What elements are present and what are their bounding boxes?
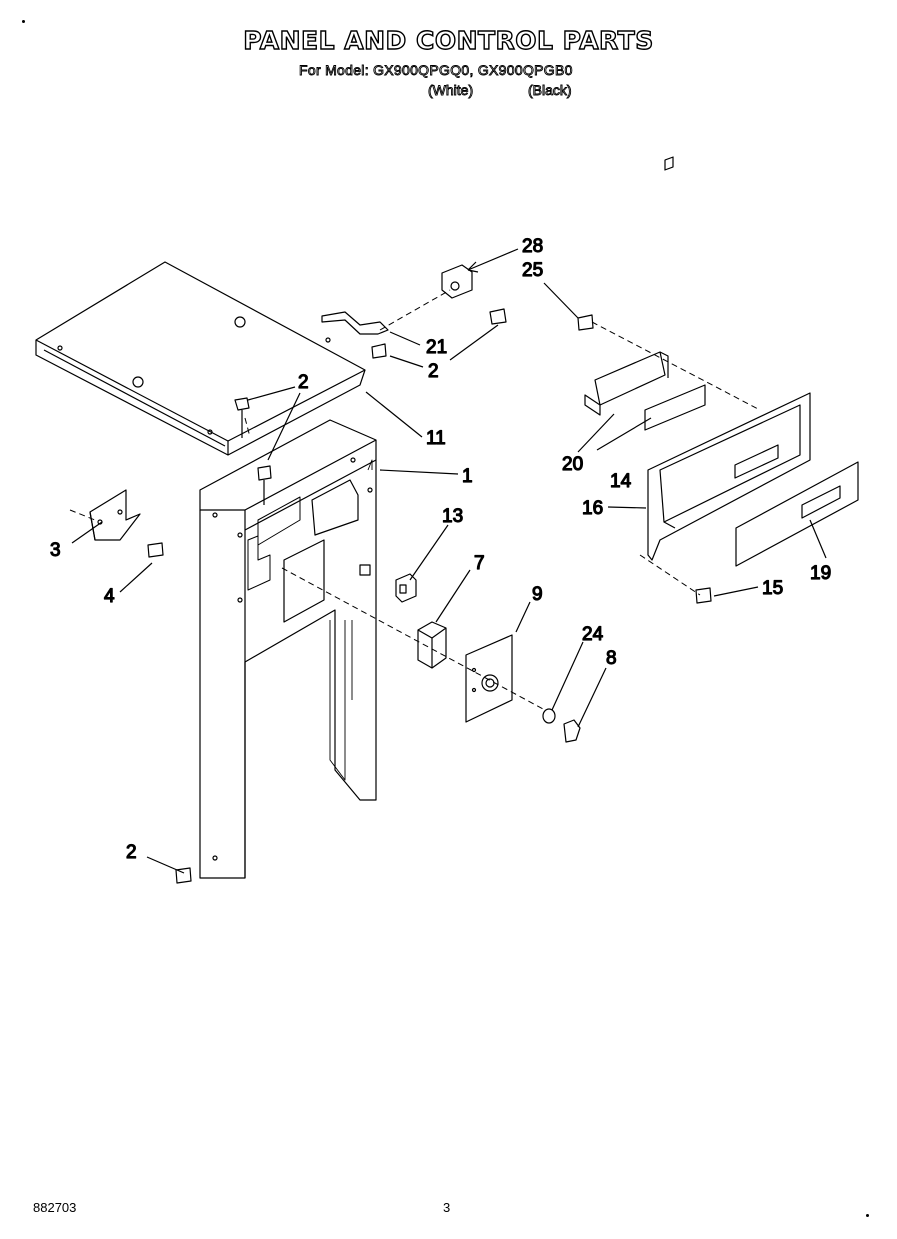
callout-labels: 28 25 21 2 2 11 1 3 4 13 7 9 24 8 20 14 … [49, 235, 831, 863]
part-28-clamp[interactable] [441, 264, 473, 299]
callout-1: 1 [462, 466, 473, 487]
screw-icon[interactable] [175, 867, 192, 884]
callout-15: 15 [762, 578, 783, 599]
screw-icon[interactable] [257, 465, 272, 505]
callout-9: 9 [532, 584, 543, 605]
screw-icon[interactable] [147, 542, 164, 558]
model-numbers: For Model: GX900QPGQ0, GX900QPGB0 [299, 62, 573, 79]
part-3-bracket[interactable] [89, 489, 141, 541]
page-title: PANEL AND CONTROL PARTS [243, 25, 654, 55]
screw-icon[interactable] [695, 587, 712, 604]
part-24-bushing[interactable] [542, 708, 556, 724]
alignment-lines [69, 289, 761, 711]
callout-7: 7 [474, 553, 485, 574]
callout-2: 2 [298, 372, 309, 393]
callout-20: 20 [562, 454, 583, 475]
part-19-overlay[interactable] [735, 461, 859, 567]
callout-2: 2 [126, 842, 137, 863]
screw-icon[interactable] [371, 343, 387, 359]
callout-8: 8 [606, 648, 617, 669]
part-11-top-panel[interactable] [35, 261, 366, 456]
part-16-control-panel[interactable] [647, 392, 811, 561]
part-9-control-plate[interactable] [465, 634, 513, 723]
part-21-clip[interactable] [321, 311, 389, 335]
callout-14: 14 [610, 471, 632, 492]
callout-21: 21 [426, 337, 447, 358]
callout-16: 16 [582, 498, 603, 519]
document-number: 882703 [33, 1200, 77, 1215]
callout-24: 24 [582, 624, 604, 645]
callout-2: 2 [428, 361, 439, 382]
part-13-slot [359, 564, 371, 576]
callout-11: 11 [426, 428, 446, 449]
page-number: 3 [443, 1200, 451, 1215]
callout-13: 13 [442, 506, 463, 527]
screw-icon[interactable] [489, 308, 507, 325]
part-7-thermostat[interactable] [417, 621, 447, 669]
part-1-control-housing[interactable] [199, 419, 377, 879]
part-20-bracket[interactable] [584, 351, 669, 416]
screw-icon[interactable] [234, 397, 250, 438]
variant-black-label: (Black) [528, 82, 572, 99]
callout-4: 4 [104, 586, 115, 607]
corner-mark [22, 20, 25, 23]
callout-28: 28 [522, 236, 543, 257]
leader-arrows [71, 248, 827, 874]
variant-white-label: (White) [428, 82, 474, 99]
part-13-switch[interactable] [395, 573, 417, 603]
part-14-display-board[interactable] [644, 156, 706, 431]
part-8-knob[interactable] [563, 719, 581, 743]
corner-mark [866, 1214, 869, 1217]
callout-3: 3 [50, 540, 61, 561]
callout-25: 25 [522, 260, 543, 281]
screw-icon[interactable] [577, 314, 594, 331]
callout-19: 19 [810, 563, 831, 584]
